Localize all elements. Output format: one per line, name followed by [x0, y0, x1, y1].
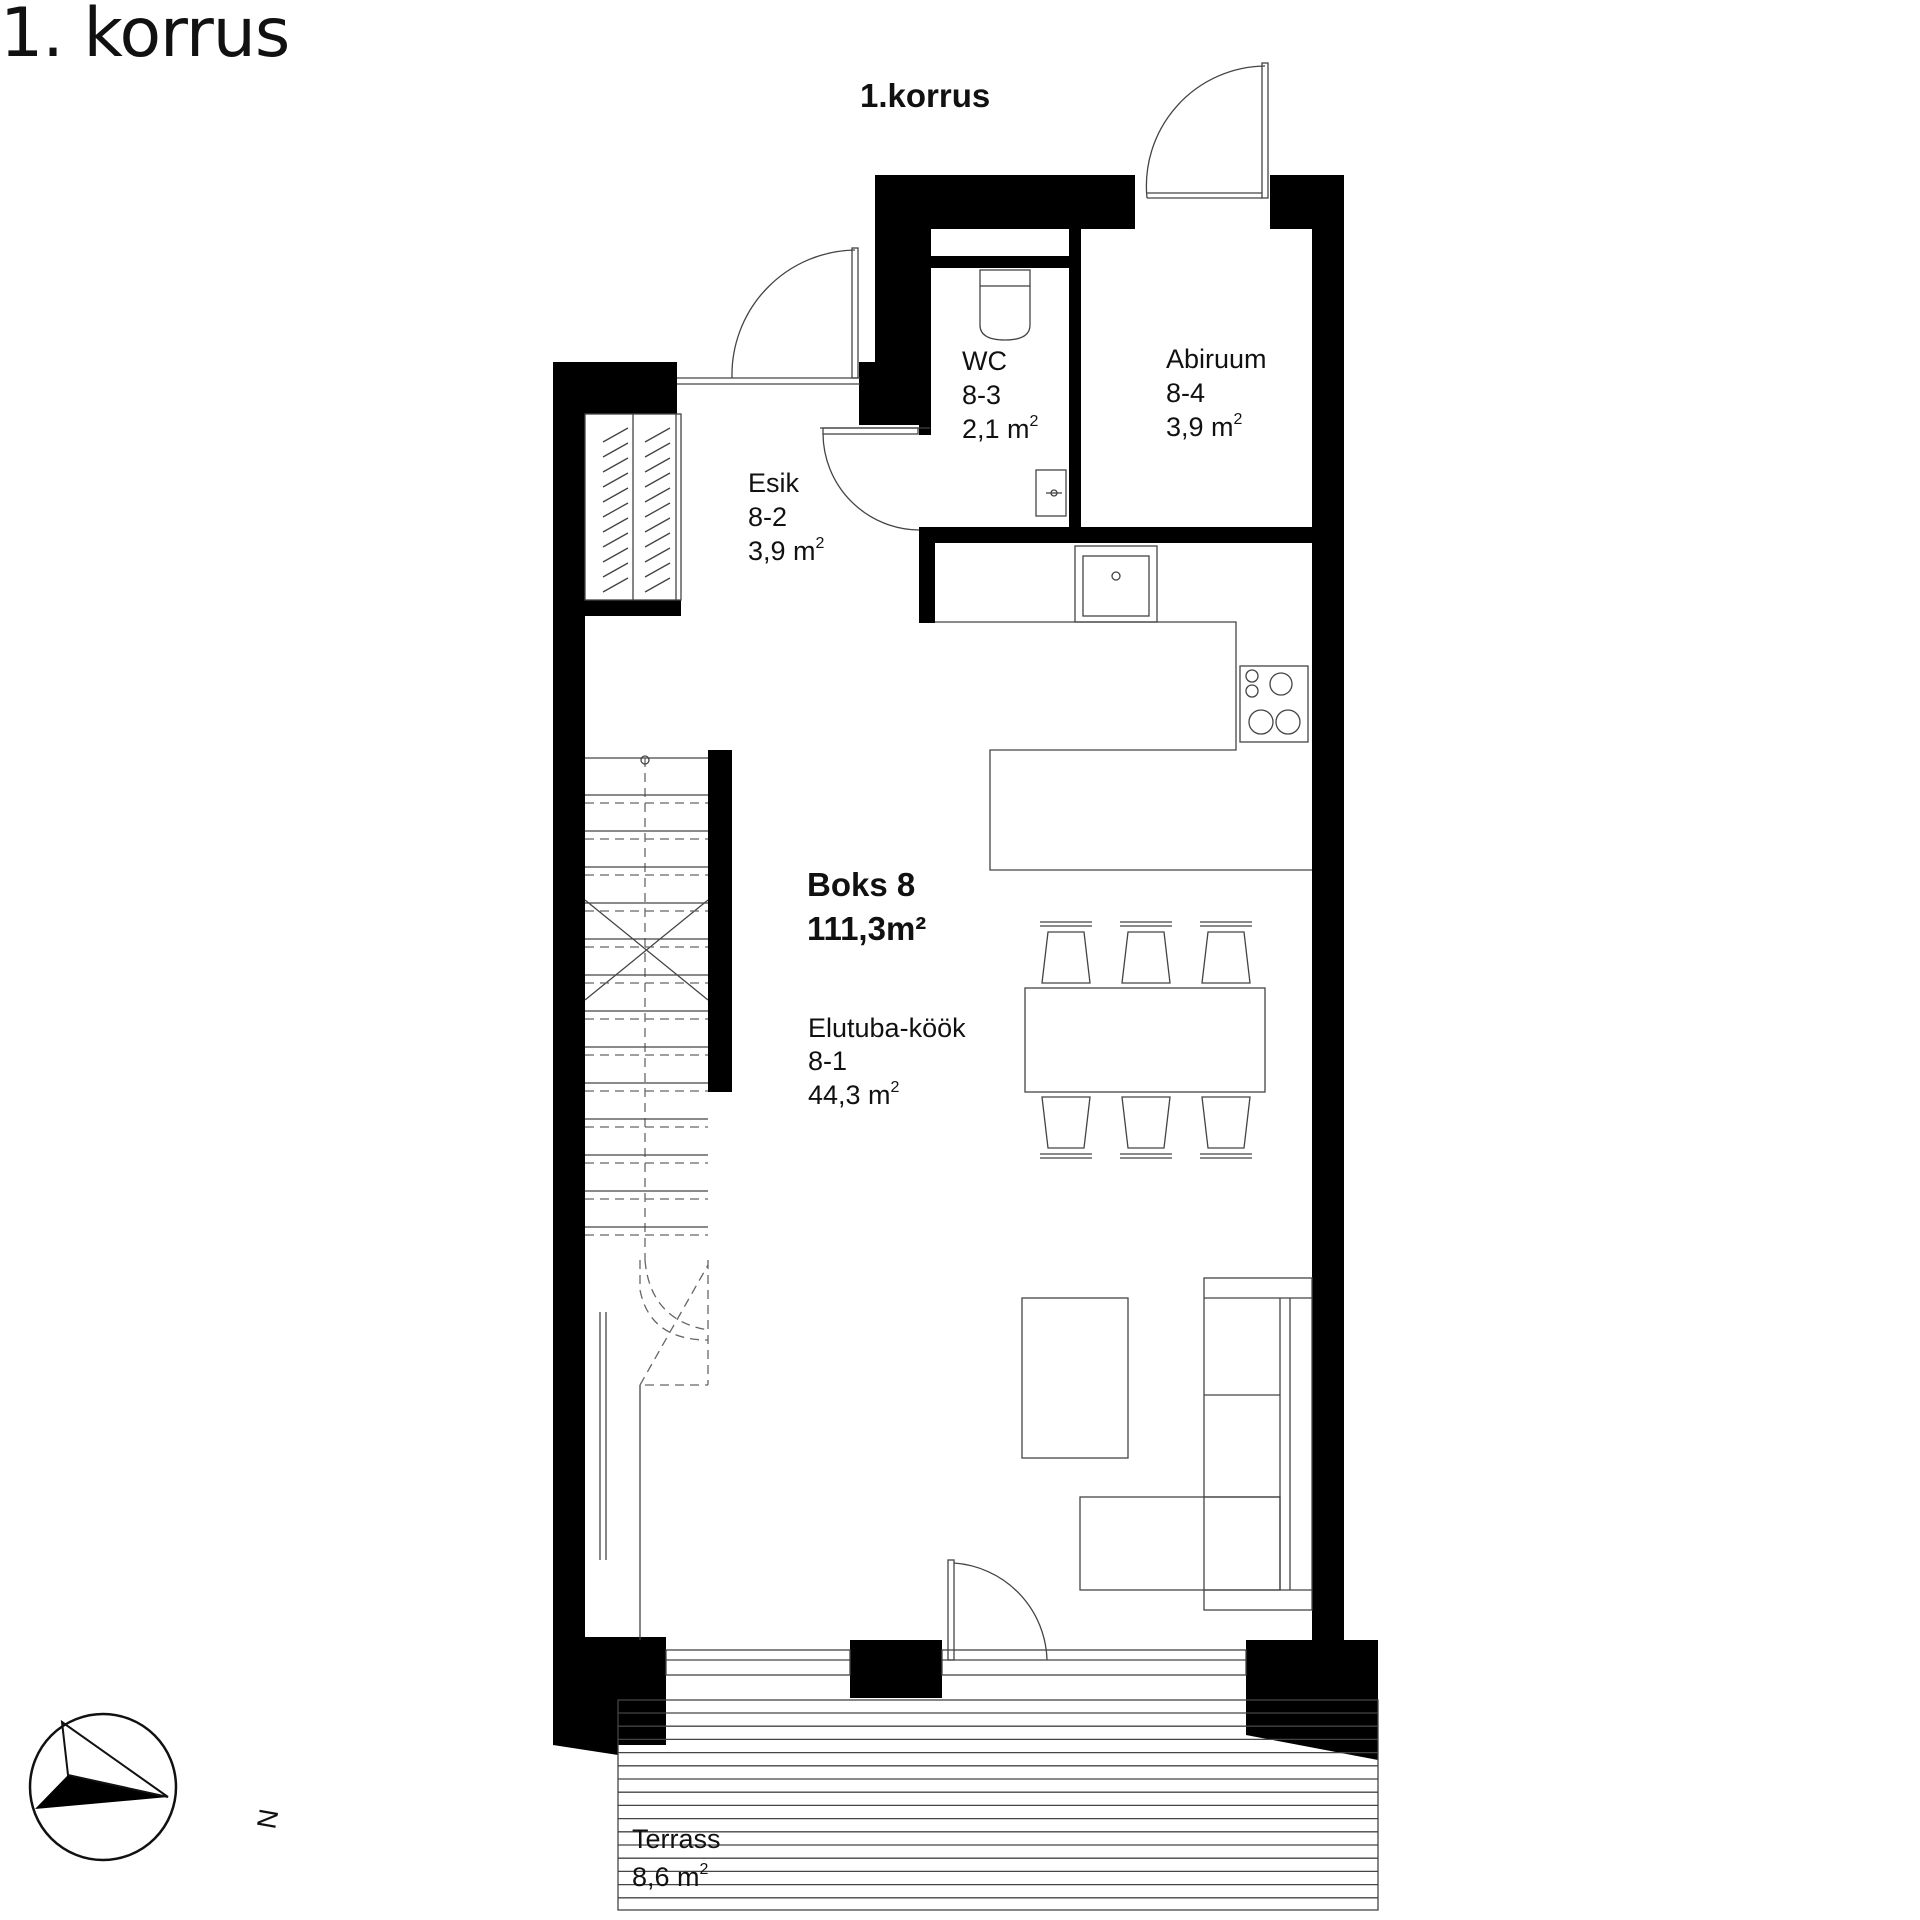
label-abiruum: Abiruum 8-4 3,9 m2 [1166, 344, 1267, 442]
windows [665, 1649, 1247, 1676]
door-wc [820, 427, 930, 531]
dining-table [1024, 987, 1266, 1093]
label-elutuba: Elutuba-köök 8-1 44,3 m2 [808, 1013, 966, 1110]
svg-text:111,3m²: 111,3m² [807, 910, 926, 947]
dining-chairs [1040, 921, 1252, 1159]
label-esik: Esik 8-2 3,9 m2 [748, 468, 825, 566]
kitchen-counter [935, 545, 1312, 871]
svg-text:Esik: Esik [748, 468, 800, 498]
svg-text:3,9 m2: 3,9 m2 [748, 535, 825, 566]
sofa [1079, 1277, 1313, 1611]
svg-text:8-4: 8-4 [1166, 378, 1205, 408]
page-title: 1. korrus [0, 0, 290, 73]
door-esik-exterior [677, 247, 860, 385]
door-abiruum-exterior [1145, 62, 1269, 199]
compass-north-label: N [251, 1807, 284, 1831]
svg-text:8-1: 8-1 [808, 1046, 847, 1076]
floor-label: 1.korrus [860, 77, 990, 114]
svg-text:WC: WC [962, 346, 1007, 376]
svg-text:Elutuba-köök: Elutuba-köök [808, 1013, 966, 1043]
wardrobe [584, 413, 682, 601]
wc-sink [1035, 469, 1067, 517]
svg-text:2,1 m2: 2,1 m2 [962, 413, 1039, 444]
label-unit: Boks 8 111,3m² [807, 866, 926, 947]
svg-text:Terrass: Terrass [632, 1824, 721, 1854]
terrace-deck [617, 1699, 1379, 1911]
walls [553, 175, 1378, 1760]
compass-rose [28, 1712, 178, 1862]
label-terrass: Terrass 8,6 m2 [632, 1824, 721, 1892]
svg-text:3,9 m2: 3,9 m2 [1166, 411, 1243, 442]
coffee-table [1021, 1297, 1129, 1459]
toilet [979, 269, 1031, 341]
label-wc: WC 8-3 2,1 m2 [962, 346, 1039, 444]
svg-text:Abiruum: Abiruum [1166, 344, 1267, 374]
door-terrace [947, 1559, 1048, 1661]
staircase [584, 755, 709, 1640]
svg-text:44,3 m2: 44,3 m2 [808, 1079, 900, 1110]
svg-text:Boks 8: Boks 8 [807, 866, 915, 903]
svg-text:8-2: 8-2 [748, 502, 787, 532]
svg-text:8,6 m2: 8,6 m2 [632, 1861, 709, 1892]
svg-text:8-3: 8-3 [962, 380, 1001, 410]
